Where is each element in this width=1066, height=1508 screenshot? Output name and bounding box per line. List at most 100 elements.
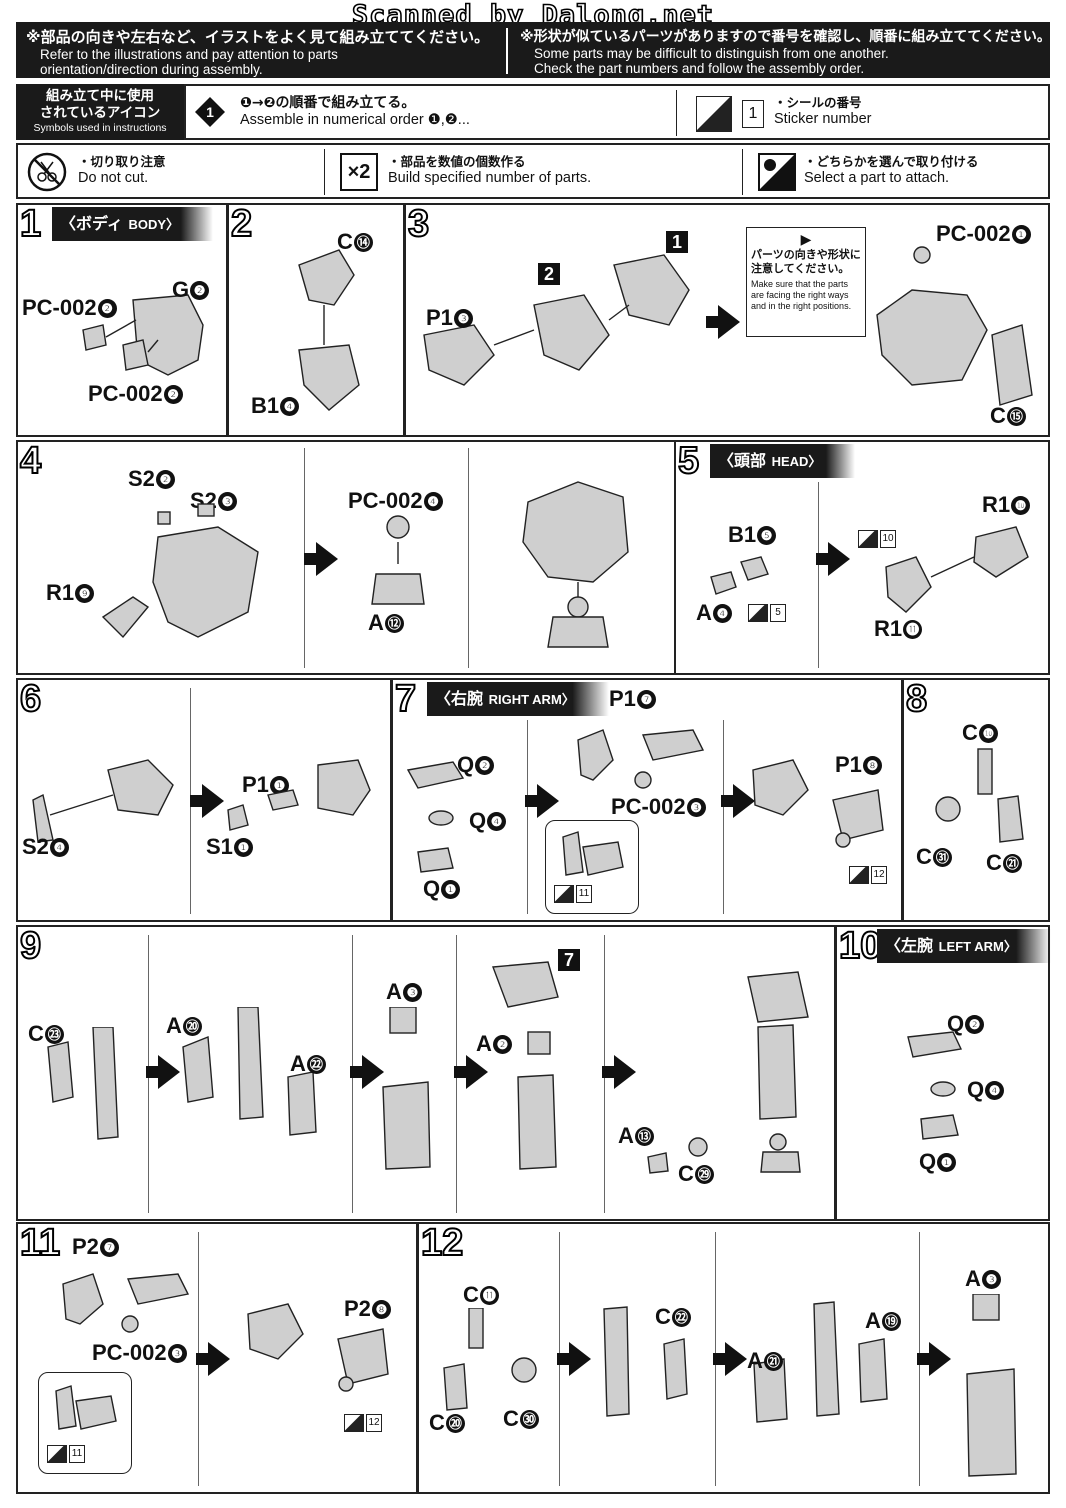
legend-select-jp: ・どちらかを選んで取り付ける bbox=[804, 154, 979, 169]
step-number: 5 bbox=[677, 440, 700, 482]
next-arrow-icon bbox=[454, 1055, 488, 1089]
next-arrow-icon bbox=[304, 542, 338, 576]
order-diamond-icon: 1 bbox=[194, 96, 226, 128]
part-code: A bbox=[386, 979, 402, 1004]
part-number: ⓫ bbox=[903, 620, 923, 639]
part-number: ❷ bbox=[492, 1035, 512, 1054]
legend-order-en: Assemble in numerical order ❶,❷... bbox=[240, 112, 470, 128]
sticker-number: 10 bbox=[880, 530, 896, 548]
body-part-drawing bbox=[82, 294, 204, 376]
legend-cut-jp: ・切り取り注意 bbox=[78, 154, 166, 169]
hand-block-drawing bbox=[382, 1007, 431, 1170]
subassembly-badge: 1 bbox=[666, 231, 688, 253]
header-separator bbox=[506, 28, 508, 74]
subassembly-badge: 2 bbox=[538, 263, 560, 285]
arm-joint-drawing bbox=[577, 729, 705, 789]
part-number: ❶ bbox=[441, 880, 461, 899]
part-code: C bbox=[503, 1406, 519, 1431]
legend-sticker: ・シールの番号 Sticker number bbox=[774, 92, 872, 127]
part-number: ❿ bbox=[1011, 496, 1031, 515]
part-number: ⑳ bbox=[445, 1414, 465, 1433]
step-number: 11 bbox=[19, 1222, 61, 1264]
next-arrow-icon bbox=[196, 1342, 230, 1376]
part-code: PC-002 bbox=[348, 488, 423, 513]
sticker-number: 11 bbox=[576, 885, 592, 903]
step-number: 9 bbox=[19, 925, 42, 967]
next-arrow-icon bbox=[146, 1055, 180, 1089]
part-number: ⑬ bbox=[634, 1127, 654, 1146]
part-number: ❷ bbox=[155, 470, 175, 489]
part-code: A bbox=[166, 1013, 182, 1038]
header-similar-parts-note: ※形状が似ているパーツがありますので番号を確認し、順番に組み立ててください。 S… bbox=[510, 22, 1051, 78]
sticker-number: 12 bbox=[366, 1414, 382, 1432]
torso-with-joint-drawing bbox=[522, 481, 629, 648]
part-number: ❸ bbox=[981, 1270, 1001, 1289]
section-body-en: BODY〉 bbox=[128, 217, 180, 232]
part-number: ⑳ bbox=[182, 1017, 202, 1036]
part-number: ㉒ bbox=[306, 1055, 326, 1074]
torso-drawing bbox=[876, 246, 1033, 406]
header-right-en1: Some parts may be difficult to distingui… bbox=[534, 46, 889, 61]
part-code: A bbox=[618, 1123, 634, 1148]
section-head-jp: 〈頭部 bbox=[718, 451, 767, 470]
note-jp2: 注意してください。 bbox=[751, 262, 850, 275]
part-number: ❷ bbox=[190, 281, 210, 300]
forearm-armor-drawing bbox=[182, 1007, 317, 1136]
next-arrow-icon bbox=[350, 1055, 384, 1089]
flag-icon: ▶ bbox=[800, 232, 812, 248]
header-left-jp: ※部品の向きや左右など、イラストをよく見て組み立ててください。 bbox=[26, 28, 490, 46]
part-code: R1 bbox=[874, 616, 903, 641]
part-number: ❺ bbox=[757, 526, 777, 545]
sticker-icon bbox=[748, 604, 768, 622]
part-number: ⑭ bbox=[353, 233, 373, 252]
part-code: P1 bbox=[835, 752, 862, 777]
part-code: PC-002 bbox=[611, 794, 686, 819]
legend-title-jp1: 組み立て中に使用 bbox=[46, 88, 154, 104]
part-code: C bbox=[986, 850, 1002, 875]
legend-divider-3 bbox=[742, 149, 743, 195]
legend-x2-jp: ・部品を数値の個数作る bbox=[388, 154, 526, 169]
part-code: C bbox=[429, 1410, 445, 1435]
detail-inset: 11 bbox=[38, 1372, 132, 1474]
part-number: ❼ bbox=[636, 690, 656, 709]
step-number: 2 bbox=[230, 203, 253, 245]
part-number: ❽ bbox=[862, 756, 882, 775]
sticker-icon bbox=[858, 530, 878, 548]
part-number: ❸ bbox=[217, 492, 237, 511]
part-code: G bbox=[172, 277, 190, 302]
part-code: C bbox=[28, 1021, 44, 1046]
part-code: C bbox=[916, 844, 932, 869]
legend-select-en: Select a part to attach. bbox=[804, 170, 950, 186]
next-arrow-icon bbox=[713, 1342, 747, 1376]
part-code: Q bbox=[967, 1077, 985, 1102]
sticker-ref: 12 bbox=[849, 866, 887, 884]
part-code: C bbox=[463, 1282, 479, 1307]
part-code: B1 bbox=[251, 393, 280, 418]
orientation-note: ▶ パーツの向きや形状に 注意してください。 Make sure that th… bbox=[746, 227, 866, 337]
part-code: P1 bbox=[242, 772, 269, 797]
part-code: A bbox=[368, 610, 384, 635]
part-code: R1 bbox=[982, 492, 1011, 517]
part-number: ❹ bbox=[487, 812, 507, 831]
